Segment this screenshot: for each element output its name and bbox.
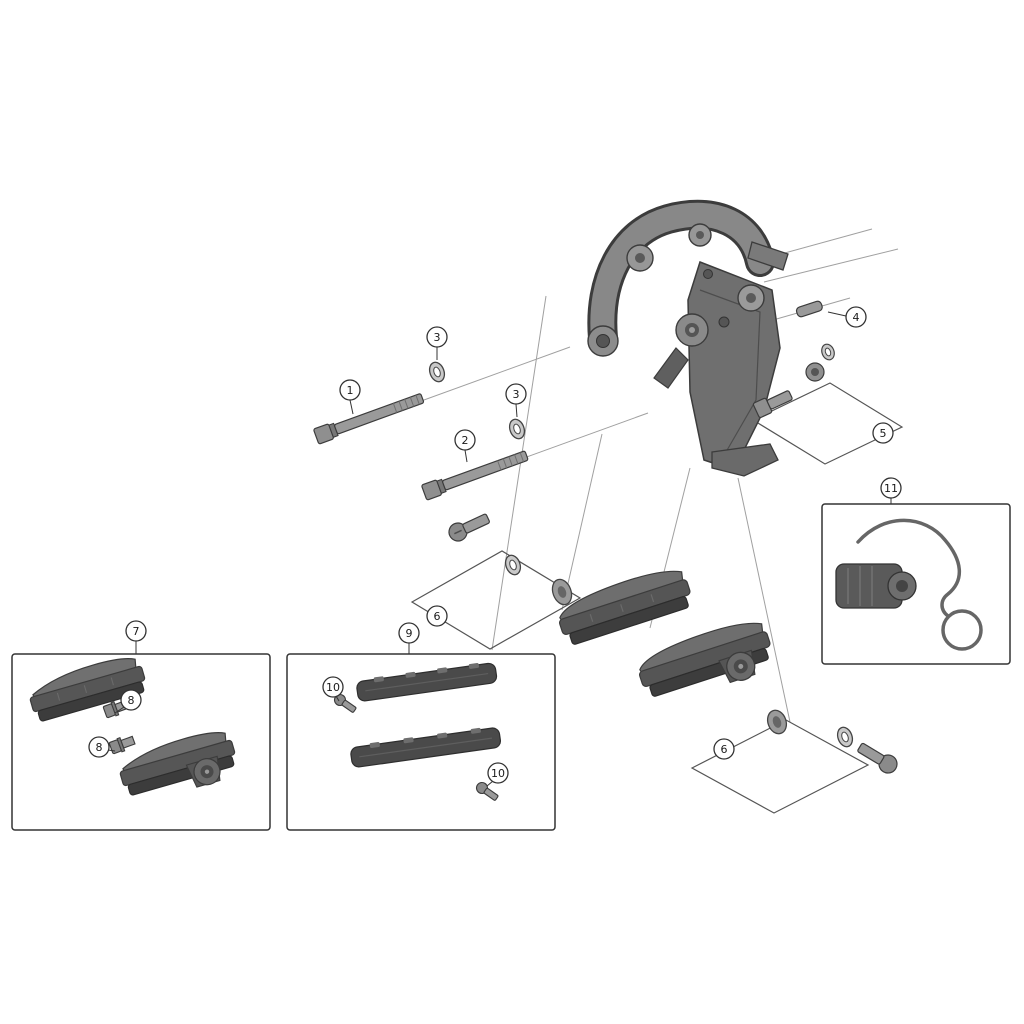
callout-7: 7	[125, 620, 147, 642]
group-outline-6-bottom	[690, 719, 870, 814]
washer-6-bottom	[836, 726, 854, 748]
callout-5: 5	[872, 422, 894, 444]
qr-spring-wire	[856, 518, 962, 618]
callout-9-label: 9	[406, 627, 413, 640]
parts-box-11	[821, 503, 1011, 665]
callout-3-left: 3	[426, 326, 448, 348]
fixing-bolt-1	[313, 393, 425, 445]
caliper-assembly	[587, 199, 789, 477]
callout-4-label: 4	[853, 311, 860, 324]
brake-shoe-7-lower	[119, 732, 236, 796]
callout-3-left-label: 3	[434, 331, 441, 344]
callout-10-lower-label: 10	[491, 767, 505, 780]
callout-8-lower-label: 8	[96, 741, 103, 754]
caliper-qr-lever	[653, 347, 689, 389]
caliper-pivot-top-hole	[696, 231, 704, 239]
callout-10-upper: 10	[322, 676, 344, 698]
nut-5	[805, 362, 825, 382]
washer-6-top	[504, 554, 522, 576]
caliper-plate-bolt-b	[703, 269, 713, 279]
callout-10-upper-label: 10	[326, 681, 340, 694]
caliper-plate-detail	[699, 289, 761, 453]
qr-body-ribs	[847, 566, 873, 606]
callout-1: 1	[339, 379, 361, 401]
callout-4: 4	[845, 306, 867, 328]
pin-4	[795, 300, 823, 318]
shoe-fixing-bolt-6-bottom	[857, 742, 898, 774]
pad-insert-upper	[356, 662, 498, 702]
qr-spring-loop	[941, 609, 983, 651]
callout-7-label: 7	[133, 625, 140, 638]
caliper-arch	[590, 202, 772, 350]
parts-box-7	[11, 653, 271, 831]
pad-bolt-8-lower	[108, 735, 136, 755]
fixing-bolt-2	[421, 450, 529, 501]
callout-1-label: 1	[347, 384, 354, 397]
brake-shoe-upper	[559, 570, 691, 645]
shoe-fixing-bolt-6-top	[448, 513, 490, 542]
callout-10-lower: 10	[487, 762, 509, 784]
callout-5-label: 5	[880, 427, 887, 440]
caliper-pivot-right-hole	[746, 293, 756, 303]
quick-release-unit	[835, 518, 983, 651]
brake-shoe-lower	[639, 622, 771, 697]
callout-8-lower: 8	[88, 736, 110, 758]
callout-leader-lines	[107, 311, 892, 787]
callout-3-right-label: 3	[513, 388, 520, 401]
parts-box-9	[286, 653, 556, 831]
caliper-pivot-upper-left-hole	[635, 253, 645, 263]
bolt-5	[752, 390, 793, 419]
washer-3-left	[428, 361, 446, 383]
callout-6-bottom-label: 6	[721, 743, 728, 756]
caliper-lower-arm	[711, 443, 779, 477]
group-outline-5	[751, 382, 904, 465]
callout-9: 9	[398, 622, 420, 644]
group-outline-6-top	[410, 550, 582, 650]
spacer-6-bottom	[766, 709, 788, 735]
callout-11: 11	[880, 477, 902, 499]
callout-6-top-label: 6	[434, 610, 441, 623]
spacer-6-top	[551, 578, 573, 606]
washer-5	[821, 343, 835, 361]
qr-pivot-hole	[896, 580, 908, 592]
callout-11-label: 11	[884, 482, 898, 495]
pad-insert-lower	[350, 727, 502, 768]
callout-8-upper-label: 8	[128, 694, 135, 707]
washer-3-right	[508, 418, 526, 440]
caliper-top-lug	[747, 241, 789, 271]
brake-shoe-7-upper	[29, 658, 146, 722]
callout-2-label: 2	[462, 434, 469, 447]
callout-6-top: 6	[426, 605, 448, 627]
insert-bolt-10-lower	[475, 781, 499, 801]
caliper-plate-bolt-a	[718, 316, 730, 328]
callout-3-right: 3	[505, 383, 527, 405]
caliper-left-boss-hole	[596, 334, 610, 348]
callout-2: 2	[454, 429, 476, 451]
caliper-center-pivot-pin	[689, 327, 695, 333]
callout-8-upper: 8	[120, 689, 142, 711]
callout-6-bottom: 6	[713, 738, 735, 760]
